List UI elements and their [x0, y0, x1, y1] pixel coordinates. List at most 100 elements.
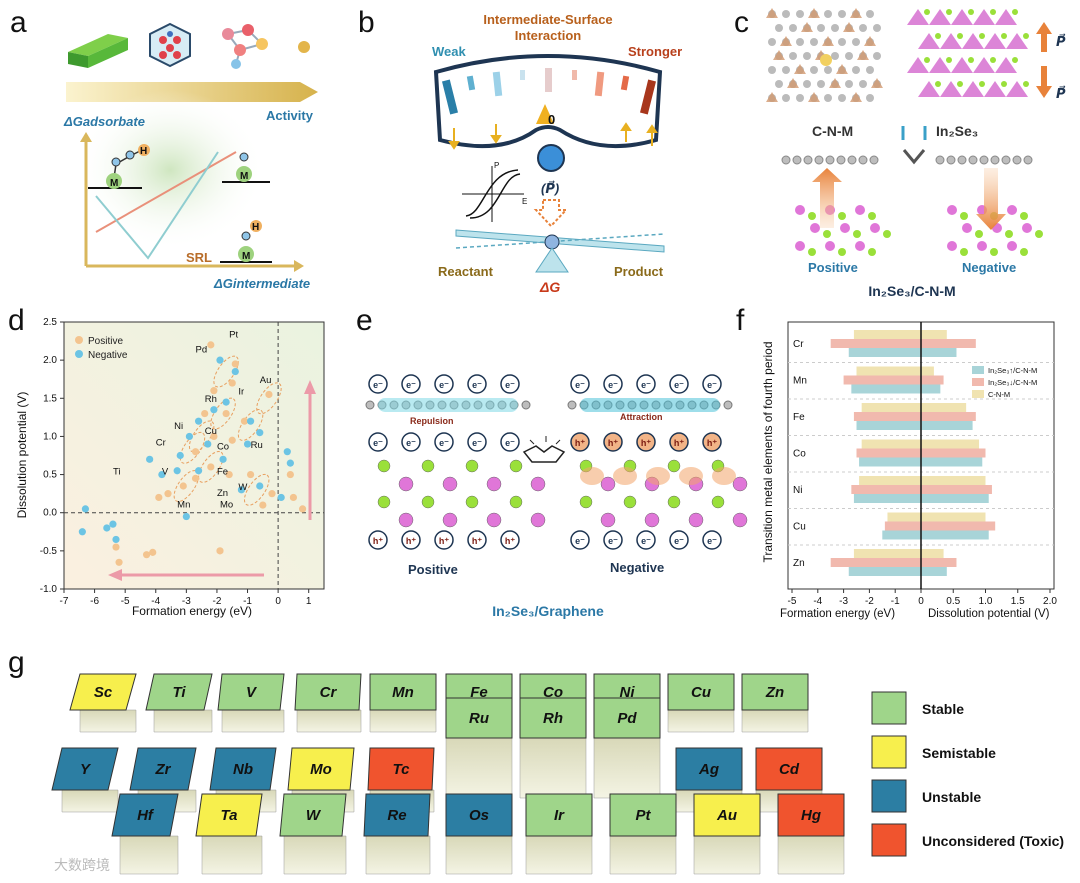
- carbon-atom: [796, 38, 804, 46]
- graphene-atom: [957, 155, 967, 165]
- zero-label: 0: [548, 112, 555, 127]
- f-bar-formation: [851, 485, 921, 494]
- panel-b: b Intermediate-Surface Interaction Weak …: [358, 6, 682, 295]
- in-atom: [732, 512, 748, 528]
- d-point-positive: [231, 360, 239, 368]
- nitrogen-site: [780, 36, 792, 46]
- in-octahedron: [929, 9, 951, 25]
- svg-text:M: M: [240, 171, 248, 182]
- d-point-negative: [243, 440, 252, 448]
- nitrogen-site: [829, 78, 841, 88]
- panel-e: e e⁻e⁻e⁻e⁻e⁻e⁻e⁻e⁻e⁻e⁻h⁺h⁺h⁺h⁺h⁺ e⁻e⁻e⁻e…: [356, 304, 748, 619]
- f-bar-dissolution: [921, 512, 986, 522]
- se-atom: [667, 459, 681, 473]
- d-point-positive: [286, 470, 294, 479]
- f-bar-dissolution: [921, 375, 944, 385]
- carrier-mid-label: h⁺: [674, 438, 684, 448]
- carbon-atom: [782, 66, 790, 74]
- element-tile-pt: Pt: [609, 793, 677, 875]
- tile-face: [51, 747, 119, 791]
- f-bar-formation: [856, 448, 921, 458]
- x-axis-label: ΔGintermediate: [213, 276, 310, 291]
- element-tile-cu: Cu: [667, 673, 735, 733]
- carrier-bottom: [500, 530, 520, 550]
- in-octahedron: [918, 33, 940, 49]
- d-element-label: Fe: [217, 467, 228, 478]
- svg-text:P⃗: P⃗: [1056, 86, 1066, 101]
- in-atom: [600, 512, 616, 528]
- se-atom: [979, 81, 985, 87]
- f-category-label: Co: [793, 449, 806, 460]
- f-bar-dissolution: [921, 485, 992, 494]
- se-atom: [808, 248, 816, 256]
- se-atom: [1023, 81, 1029, 87]
- carrier-bottom: [702, 530, 722, 550]
- d-point-positive: [259, 501, 267, 509]
- f-bar-dissolution: [921, 448, 986, 458]
- charge-cloud: [580, 398, 720, 412]
- se-atom: [1020, 248, 1028, 256]
- nitrogen-site: [808, 8, 820, 18]
- carrier-bottom: [669, 530, 689, 550]
- se-atom: [1001, 33, 1007, 39]
- tile-symbol: Zr: [155, 761, 172, 778]
- d-point-negative: [194, 467, 203, 475]
- d-y-tick-label: -1.0: [40, 584, 58, 595]
- d-element-label: Mn: [177, 499, 190, 510]
- f-bar-formation: [830, 339, 921, 348]
- f-x-tick-label: -3: [839, 596, 848, 607]
- delta-g-label: ΔG: [539, 279, 560, 295]
- element-tile-hf: Hf: [111, 793, 179, 875]
- in-octahedron: [940, 81, 962, 97]
- d-point-negative: [216, 356, 224, 364]
- tile-face: [287, 747, 355, 791]
- se-atom: [421, 459, 435, 473]
- d-point-positive: [210, 432, 218, 441]
- carrier-top: [636, 374, 656, 394]
- carbon-atom: [782, 94, 790, 102]
- graphene-atom: [979, 155, 989, 165]
- tile-symbol: Mo: [310, 761, 332, 778]
- weak-label: Weak: [432, 44, 466, 59]
- carbon-atom: [866, 10, 874, 18]
- polarization-knob: [537, 144, 565, 172]
- in-atom: [1022, 223, 1032, 233]
- combine-arrow: [902, 149, 926, 165]
- adsorbate-o: M: [222, 152, 270, 183]
- f-x-tick-label: 0.5: [946, 596, 960, 607]
- tile-side: [519, 737, 587, 799]
- se-atom: [868, 248, 876, 256]
- carbon-atom: [873, 52, 881, 60]
- se-atom: [957, 33, 963, 39]
- tile-face: [129, 747, 197, 791]
- in-atom: [600, 476, 616, 492]
- in-atom: [840, 223, 850, 233]
- in-octahedron: [995, 57, 1017, 73]
- in-octahedron: [1006, 33, 1028, 49]
- d-point-positive: [289, 493, 298, 502]
- tile-symbol: Mn: [392, 684, 414, 701]
- down-arrow: [976, 168, 1006, 230]
- y-axis-label: ΔGadsorbate: [63, 114, 145, 129]
- element-tile-zn: Zn: [741, 673, 809, 733]
- d-point-positive: [112, 543, 120, 551]
- carrier-mid: [570, 432, 590, 452]
- tile-symbol: Hf: [137, 807, 155, 824]
- se-atom: [935, 33, 941, 39]
- d-element-label: Pd: [196, 345, 208, 356]
- d-y-tick-label: -0.5: [40, 546, 58, 557]
- d-element-label: Zn: [217, 488, 228, 499]
- se-atom: [377, 495, 391, 509]
- carbon-atom: [817, 80, 825, 88]
- d-y-tick-label: 0.5: [43, 470, 57, 481]
- d-element-label: Co: [217, 441, 229, 452]
- panel-label-a: a: [10, 6, 27, 39]
- in-octahedron: [973, 9, 995, 25]
- tile-face: [363, 793, 431, 837]
- f-bar-formation: [848, 348, 921, 357]
- f-bar-dissolution: [921, 521, 996, 531]
- se-atom: [465, 495, 479, 509]
- f-x-label-right: Dissolution potential (V): [928, 608, 1050, 620]
- in-octahedron: [907, 57, 929, 73]
